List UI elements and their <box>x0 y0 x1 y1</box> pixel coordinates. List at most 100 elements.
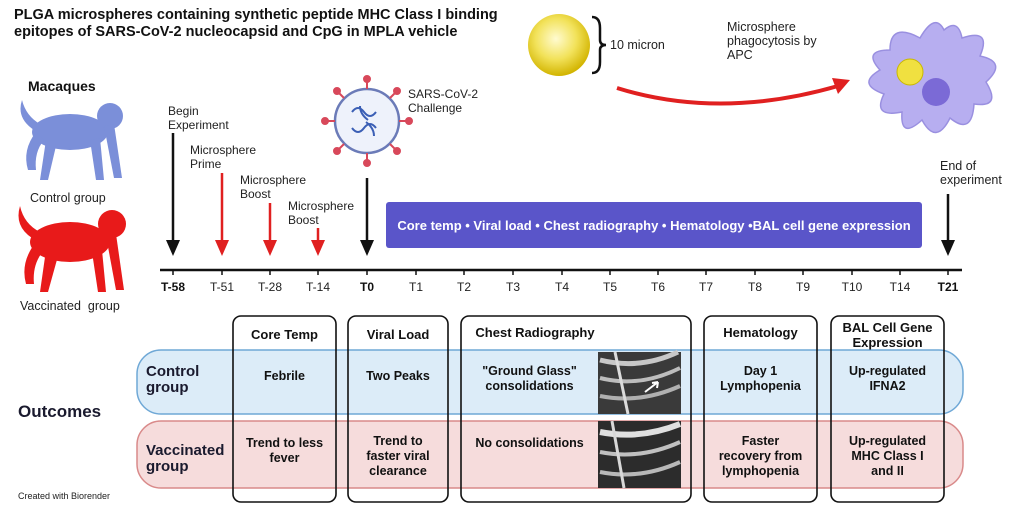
apc-cell-icon <box>868 21 997 134</box>
event-label-line: SARS-CoV-2 <box>408 87 479 101</box>
begin-arrow <box>166 133 180 256</box>
cell-line: clearance <box>369 464 427 478</box>
tick-label: T2 <box>456 280 471 294</box>
cell-control-hematology: Day 1 Lymphopenia <box>704 364 817 394</box>
row-label-line: group <box>146 379 189 396</box>
cell-line: fever <box>269 451 300 465</box>
row-label-line: Control <box>146 363 200 380</box>
event-label-line: Prime <box>190 157 222 171</box>
vaccinated-group-label: Vaccinated group <box>20 299 120 313</box>
cell-vaccinated-hematology: Faster recovery from lymphopenia <box>704 434 817 479</box>
cell-vaccinated-bal: Up-regulated MHC Class I and II <box>831 434 944 479</box>
event-label-line: Begin <box>168 104 199 118</box>
tick-label: T1 <box>408 280 423 294</box>
timeline-tick-marks <box>172 270 949 275</box>
phagocytosis-label-line: phagocytosis by <box>727 34 817 48</box>
tick-label: T14 <box>889 280 911 294</box>
control-row-label: Control group <box>146 364 199 396</box>
cell-line: Lymphopenia <box>720 379 801 393</box>
column-box-hematology <box>703 315 818 503</box>
boost2-arrow <box>311 228 325 256</box>
macaques-label: Macaques <box>28 78 96 94</box>
end-arrow <box>941 194 955 256</box>
column-header-core-temp: Core Temp <box>251 327 318 342</box>
cell-line: Faster <box>741 434 780 448</box>
cell-line: consolidations <box>485 379 574 393</box>
title-line: epitopes of SARS-CoV-2 nucleocapsid and … <box>14 24 458 40</box>
column-box-viral-load <box>347 315 449 503</box>
control-group-label: Control group <box>30 191 106 205</box>
control-monkey-icon <box>20 100 123 180</box>
cell-vaccinated-core-temp: Trend to less fever <box>233 436 336 466</box>
diagram-title: PLGA microspheres containing synthetic p… <box>14 7 574 41</box>
microsphere-icon <box>528 14 590 76</box>
phagocytosis-arrowhead <box>832 78 850 94</box>
cell-line: Two Peaks <box>366 369 430 383</box>
cell-vaccinated-chest: No consolidations <box>463 436 596 451</box>
tick-label: T-51 <box>209 280 234 294</box>
column-header-viral-load: Viral Load <box>366 327 430 342</box>
column-header-line: BAL Cell Gene <box>842 320 933 335</box>
cell-line: No consolidations <box>475 436 584 450</box>
tick-label: T-14 <box>305 280 330 294</box>
cell-control-core-temp: Febrile <box>233 369 336 384</box>
tick-label: T-28 <box>257 280 282 294</box>
tick-label: T9 <box>795 280 810 294</box>
cell-line: Trend to <box>373 434 423 448</box>
cell-line: lymphopenia <box>721 464 800 478</box>
outcomes-label: Outcomes <box>18 402 102 421</box>
prime-arrow <box>215 173 229 256</box>
control-row-band <box>136 349 964 415</box>
vaccinated-row-band <box>136 420 964 489</box>
xray-image-vaccinated <box>598 420 682 489</box>
credit-text: Created with Biorender <box>18 491 111 501</box>
phagocytosis-label-line: Microsphere <box>727 20 796 34</box>
cell-control-bal: Up-regulated IFNA2 <box>831 364 944 394</box>
tick-label: T6 <box>650 280 665 294</box>
cell-line: Day 1 <box>743 364 778 378</box>
title-line: PLGA microspheres containing synthetic p… <box>14 7 498 23</box>
vaccinated-row-label: Vaccinated group <box>146 443 224 475</box>
begin-event-label: Begin Experiment <box>168 104 229 132</box>
event-label-line: Boost <box>288 213 319 227</box>
event-label-line: Challenge <box>408 101 463 115</box>
cell-line: Up-regulated <box>848 364 927 378</box>
challenge-event-label: SARS-CoV-2 Challenge <box>408 87 478 115</box>
tick-label: T-58 <box>160 280 185 294</box>
tick-label: T8 <box>747 280 762 294</box>
cell-line: and II <box>871 464 904 478</box>
cell-line: recovery from <box>718 449 803 463</box>
row-label-line: group <box>146 458 189 475</box>
boost2-event-label: Microsphere Boost <box>288 199 354 227</box>
event-label-line: Microsphere <box>190 143 257 157</box>
event-label-line: End of <box>940 159 977 173</box>
event-label-line: experiment <box>940 173 1002 187</box>
tick-label: T10 <box>841 280 863 294</box>
challenge-arrow <box>360 178 374 256</box>
event-label-line: Experiment <box>168 118 229 132</box>
boost1-event-label: Microsphere Boost <box>240 173 306 201</box>
cell-line: Trend to less <box>245 436 324 450</box>
tick-label: T0 <box>359 280 374 294</box>
column-header-chest: Chest Radiography <box>475 325 595 340</box>
event-label-line: Boost <box>240 187 271 201</box>
prime-event-label: Microsphere Prime <box>190 143 256 171</box>
boost1-arrow <box>263 203 277 256</box>
column-box-bal <box>830 315 945 503</box>
size-label: 10 micron <box>610 38 665 52</box>
vaccinated-monkey-icon <box>18 206 126 292</box>
phagocytosis-label: Microsphere phagocytosis by APC <box>727 20 817 62</box>
phagocytosis-arrow <box>616 84 839 106</box>
cell-control-chest: "Ground Glass" consolidations <box>463 364 596 394</box>
column-header-hematology: Hematology <box>723 325 798 340</box>
cell-line: IFNA2 <box>869 379 906 393</box>
column-box-chest <box>460 315 692 503</box>
column-header-bal: BAL Cell Gene Expression <box>831 320 944 350</box>
sars-cov-2-virus-icon <box>321 75 413 167</box>
event-label-line: Microsphere <box>288 199 355 213</box>
assays-bar: Core temp • Viral load • Chest radiograp… <box>386 202 922 248</box>
tick-label: T21 <box>937 280 959 294</box>
bracket-icon <box>591 15 607 75</box>
tick-label: T5 <box>602 280 617 294</box>
